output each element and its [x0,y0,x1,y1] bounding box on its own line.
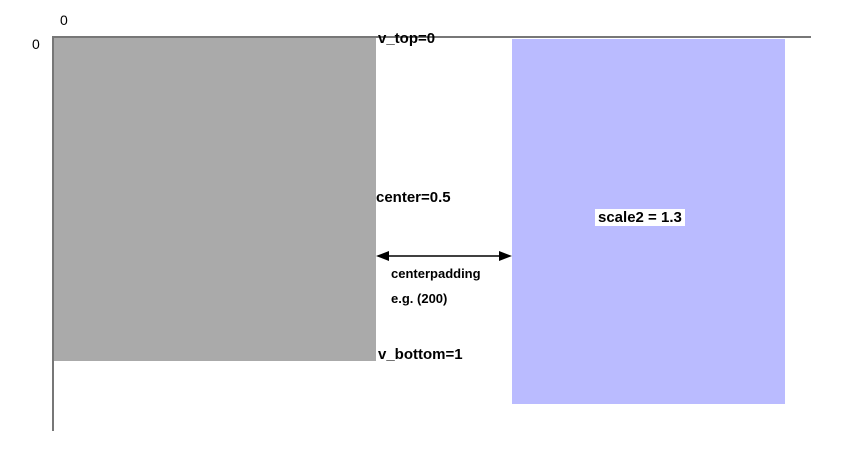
center-label: center=0.5 [376,189,451,206]
centerpadding-example-label: e.g. (200) [391,291,448,306]
y-axis-line [52,36,54,431]
centerpadding-label: centerpadding [391,266,481,281]
first-view-rect [54,38,376,361]
v-bottom-label: v_bottom=1 [378,346,463,363]
v-top-label: v_top=0 [378,30,436,47]
scale2-label: scale2 = 1.3 [595,209,685,226]
x-axis-line [52,36,811,38]
x-origin-label: 0 [60,12,68,28]
y-origin-label: 0 [32,36,40,52]
